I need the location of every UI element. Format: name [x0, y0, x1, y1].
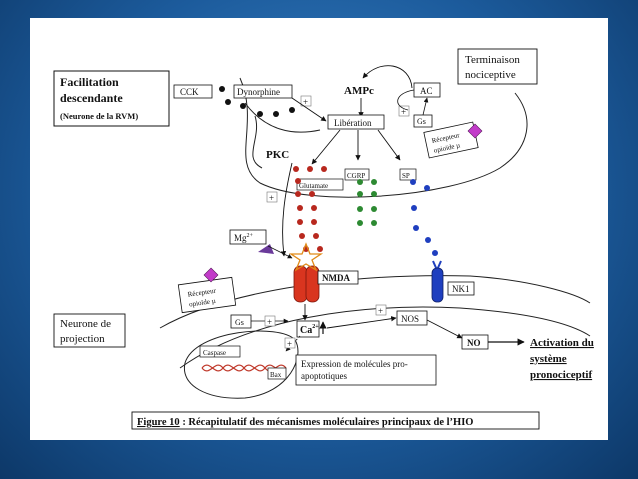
plus-box-ac	[398, 105, 410, 117]
arrow-ca-nos	[326, 316, 397, 329]
plus-nucleus: +	[287, 339, 292, 349]
neurone-projection-box	[53, 313, 126, 348]
neurone-projection-2: projection	[60, 333, 105, 345]
arrow-ca-nucleus	[285, 335, 301, 352]
arrow-ac-ampc	[362, 65, 413, 89]
arrow-lib-glutamate	[311, 129, 341, 165]
arrow-nos-no	[426, 319, 463, 339]
facilitation-title-1: Facilitation	[60, 75, 119, 89]
arrow-lib-sp	[377, 129, 401, 161]
gs-box-bottom	[230, 314, 252, 329]
liberation-label: Libération	[334, 118, 372, 128]
ca-box	[296, 320, 320, 338]
terminaison-box	[457, 48, 538, 85]
glutamate-box	[296, 178, 344, 191]
caspase-box	[199, 345, 241, 358]
sp-box	[399, 168, 417, 181]
gs-label-top: Gs	[417, 117, 426, 126]
cck-label: CCK	[180, 87, 199, 97]
dynorphine-box	[233, 84, 293, 99]
mg-label: Mg2+	[234, 233, 254, 243]
plus-pkc: +	[269, 193, 274, 203]
expression-box	[295, 354, 437, 386]
rvm-neuron-lower	[252, 115, 263, 169]
expression-line-1: Expression de molécules pro-	[301, 359, 408, 369]
glutamate-label: Glutamate	[299, 182, 328, 190]
cgrp-dots	[357, 179, 377, 226]
nk1-label: NK1	[452, 284, 470, 294]
ac-label: AC	[420, 86, 433, 96]
sp-label: SP	[402, 172, 410, 180]
ac-to-membrane	[397, 89, 415, 111]
cgrp-box	[344, 168, 370, 181]
nk1-receptor	[431, 260, 444, 303]
arrow-gs-ac	[422, 97, 429, 116]
opioid-receptor-diamond-bottom	[203, 267, 219, 283]
figure-caption-box	[131, 411, 540, 430]
cgrp-label: CGRP	[347, 172, 365, 180]
sp-dots	[410, 179, 438, 256]
bax-box	[267, 367, 287, 380]
terminaison-line-2: nociceptive	[465, 69, 516, 81]
arrow-mg	[267, 245, 293, 259]
expression-line-2: apoptotiques	[301, 371, 347, 381]
plus-nos: +	[378, 306, 383, 316]
plus-box-nucleus	[284, 337, 296, 349]
nos-label: NOS	[401, 314, 419, 324]
mg-marker	[258, 244, 274, 254]
figure-caption: Figure 10 : Récapitulatif des mécanismes…	[137, 417, 473, 428]
liberation-box	[327, 114, 385, 130]
glutamate-dots	[293, 166, 327, 252]
nucleus-outline	[183, 330, 299, 399]
ca-label: Ca2+	[300, 324, 319, 336]
facilitation-subtitle: (Neurone de la RVM)	[60, 111, 138, 121]
nmda-label: NMDA	[322, 273, 350, 283]
gs-label-bottom: Gs	[235, 318, 244, 327]
opioid-receptor-diamond-top	[467, 123, 483, 139]
no-label: NO	[467, 338, 481, 348]
mechanism-diagram: Facilitation descendante (Neurone de la …	[53, 48, 594, 430]
arrow-pkc-nmda	[280, 162, 293, 257]
plus-gs: +	[267, 317, 272, 327]
cck-box	[173, 84, 213, 99]
pkc-label: PKC	[266, 149, 289, 161]
facilitation-title-2: descendante	[60, 91, 123, 105]
slide-canvas: Facilitation descendante (Neurone de la …	[30, 18, 608, 440]
postsynaptic-membrane-inner	[179, 306, 591, 369]
arrow-dynorphine-liberation	[291, 97, 327, 122]
opioid-receptor-box-bottom	[177, 276, 237, 314]
mg-box	[229, 229, 267, 245]
plus-ac: +	[401, 107, 406, 117]
nmda-box	[317, 270, 359, 285]
activation-line-3: pronociceptif	[530, 369, 592, 381]
plus-box-gs	[264, 315, 276, 327]
rvm-neuron-outline	[244, 102, 321, 133]
activation-line-2: système	[530, 353, 567, 365]
plus-box-nos	[375, 304, 387, 316]
plus-box-pkc	[266, 191, 278, 203]
cck-dots	[219, 86, 295, 117]
ampc-label: AMPc	[344, 85, 374, 97]
nos-box	[396, 310, 428, 326]
plus-dyn: +	[303, 97, 308, 107]
nmda-receptor	[288, 242, 324, 303]
terminal-membrane	[239, 77, 528, 198]
facilitation-box	[53, 70, 170, 127]
terminaison-line-1: Terminaison	[465, 54, 520, 66]
opioid-receptor-bottom-1: Récepteur	[187, 287, 217, 299]
neurone-projection-1: Neurone de	[60, 318, 111, 330]
opioid-receptor-bottom-2: opioïde µ	[189, 297, 217, 309]
caspase-label: Caspase	[203, 349, 226, 357]
activation-line-1: Activation du	[530, 337, 594, 349]
dynorphine-label: Dynorphine	[237, 87, 280, 97]
plus-box-dyn	[300, 95, 312, 107]
bax-label: Bax	[270, 371, 282, 379]
nk1-box	[447, 281, 475, 296]
